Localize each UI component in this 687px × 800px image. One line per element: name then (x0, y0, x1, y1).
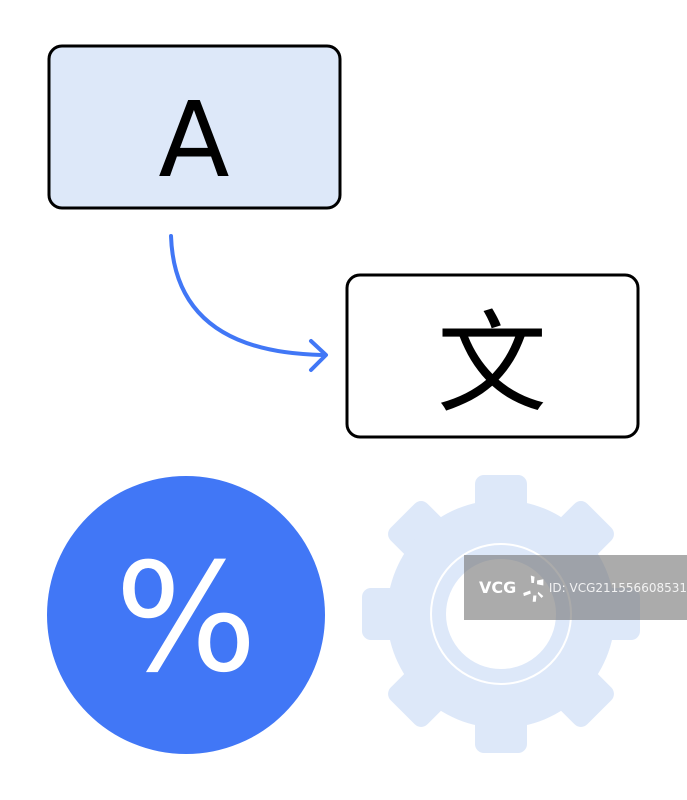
target-box: 文 (345, 273, 640, 439)
arrow-icon (169, 234, 328, 372)
watermark-id: ID: VCG211556608531 (548, 580, 687, 595)
percent-badge: % (47, 476, 325, 754)
watermark-burst-icon (523, 574, 544, 602)
watermark-logo: VCG (479, 578, 517, 597)
watermark: VCG ID: VCG211556608531 (464, 555, 687, 620)
source-box: A (47, 44, 342, 210)
percent-symbol: % (115, 532, 258, 706)
letter-a: A (158, 79, 229, 201)
chinese-glyph: 文 (437, 300, 547, 428)
